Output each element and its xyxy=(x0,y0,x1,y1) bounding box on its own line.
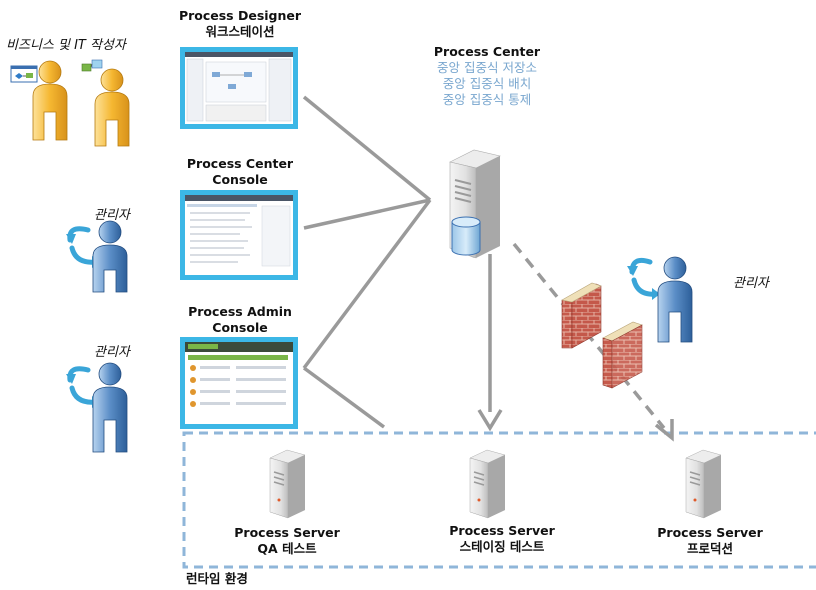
firewall-icon-2 xyxy=(602,321,643,389)
business-author-person-icon-2 xyxy=(94,68,130,147)
process-center-feature-2: 중앙 집중식 배치 xyxy=(442,76,532,91)
staging-server-icon xyxy=(469,449,506,519)
staging-server-line1: Process Server xyxy=(449,523,555,538)
arrow-head-staging xyxy=(477,409,503,432)
admin-person-icon-1 xyxy=(66,220,128,293)
arrow-head-production xyxy=(654,419,674,442)
production-server-label: Process Server 프로덕션 xyxy=(640,525,780,557)
designer-title-line2: 워크스테이션 xyxy=(205,24,275,39)
flowchart-icon xyxy=(10,65,38,83)
qa-server-line2: QA 테스트 xyxy=(257,541,317,556)
staging-server-label: Process Server 스테이징 테스트 xyxy=(432,523,572,555)
qa-server-icon xyxy=(269,449,306,519)
process-center-feature-1: 중앙 집중식 저장소 xyxy=(437,60,537,75)
admin-person-icon-2 xyxy=(66,362,128,453)
admin-label-top: 관리자 xyxy=(94,208,130,223)
staging-server-line2: 스테이징 테스트 xyxy=(459,539,545,554)
model-icon xyxy=(81,59,103,72)
admin-label-mid: 관리자 xyxy=(94,345,130,360)
admin-console-screen-thumbnail xyxy=(180,337,298,429)
process-center-feature-3: 중앙 집중식 통제 xyxy=(442,92,532,107)
center-console-title-line1: Process Center xyxy=(186,156,294,171)
firewall-icon-1 xyxy=(561,282,602,349)
designer-title: Process Designer 워크스테이션 xyxy=(170,8,310,40)
admin-person-icon-3 xyxy=(627,256,693,343)
qa-server-label: Process Server QA 테스트 xyxy=(222,525,352,557)
business-author-person-icon xyxy=(32,60,68,141)
admin-console-title-line2: Console xyxy=(212,320,268,335)
center-console-title: Process Center Console xyxy=(170,156,310,188)
designer-screen-thumbnail xyxy=(180,47,298,129)
admin-console-title: Process Admin Console xyxy=(170,304,310,336)
production-server-line1: Process Server xyxy=(657,525,763,540)
business-it-author-label: 비즈니스 및 IT 작성자 xyxy=(6,38,126,53)
admin-console-title-line1: Process Admin xyxy=(188,304,292,319)
admin-label-right: 관리자 xyxy=(733,276,769,291)
qa-server-line1: Process Server xyxy=(234,525,340,540)
process-center-block: Process Center 중앙 집중식 저장소 중앙 집중식 배치 중앙 집… xyxy=(412,44,562,108)
designer-title-line1: Process Designer xyxy=(178,8,302,23)
production-server-line2: 프로덕션 xyxy=(686,541,733,556)
center-console-screen-thumbnail xyxy=(180,190,298,280)
database-icon xyxy=(451,216,481,256)
console-connectors xyxy=(302,95,432,429)
center-console-title-line2: Console xyxy=(212,172,268,187)
process-center-title: Process Center xyxy=(433,44,541,59)
production-server-icon xyxy=(685,449,722,519)
runtime-environment-label: 런타임 환경 xyxy=(186,571,248,586)
runtime-environment-box xyxy=(182,431,816,569)
